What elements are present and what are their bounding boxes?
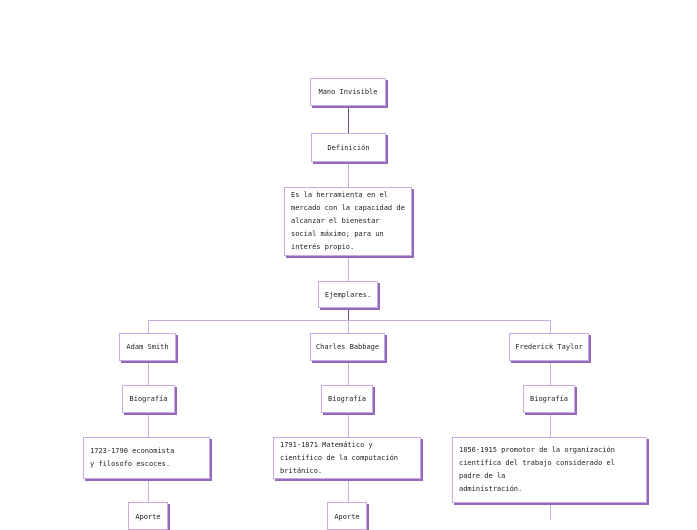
- connector: [348, 106, 349, 133]
- examples-node[interactable]: Ejemplares.: [318, 281, 378, 308]
- root-node[interactable]: Mano Invisible: [310, 78, 386, 106]
- person-node-charles-babbage[interactable]: Charles Babbage: [310, 333, 385, 361]
- biography-node[interactable]: Biografía: [523, 385, 575, 413]
- contribution-node[interactable]: Aporte: [128, 502, 168, 530]
- person-node-adam-smith[interactable]: Adam Smith: [119, 333, 176, 361]
- connector: [348, 256, 349, 281]
- definition-node[interactable]: Definición: [311, 133, 386, 162]
- biography-text-node[interactable]: 1791-1871 Matemático y científico de la …: [273, 437, 421, 479]
- biography-node[interactable]: Biografía: [321, 385, 373, 413]
- person-node-frederick-taylor[interactable]: Frederick Taylor: [509, 333, 589, 361]
- biography-text-node[interactable]: 1723-1790 economista y filosofo escoces.: [83, 437, 210, 479]
- contribution-node[interactable]: Aporte: [327, 502, 367, 530]
- biography-node[interactable]: Biografía: [122, 385, 175, 413]
- connector: [348, 308, 349, 320]
- definition-text-node[interactable]: Es la herramienta en el mercado con la c…: [284, 187, 412, 256]
- connector: [148, 320, 550, 321]
- biography-text-node[interactable]: 1856-1915 promotor de la organización ci…: [452, 437, 647, 503]
- connector: [550, 320, 551, 520]
- connector: [348, 162, 349, 187]
